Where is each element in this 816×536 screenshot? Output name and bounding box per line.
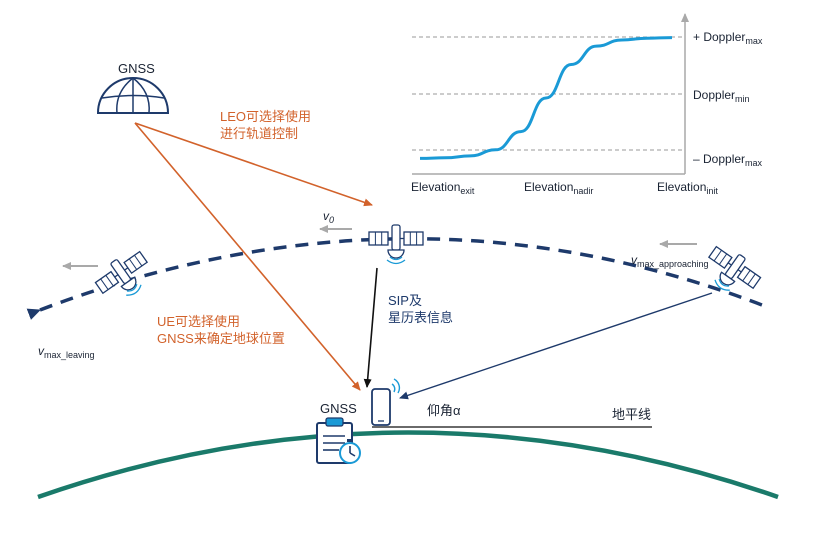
globe-icon (96, 77, 170, 114)
orbit-path (26, 237, 763, 320)
phone-icon (371, 378, 401, 426)
satellite-icon (90, 245, 159, 310)
v0-sub: 0 (329, 215, 335, 225)
v-approaching-base: v (631, 253, 637, 267)
sat-to-ue-arrow (399, 292, 713, 400)
stopwatch-icon (339, 439, 361, 464)
y-tick-base: – Doppler (693, 152, 746, 166)
doppler-chart (412, 13, 689, 175)
v0-label: v0 (323, 210, 334, 225)
sip-arrow (363, 267, 378, 388)
y-tick-base: + Doppler (693, 30, 746, 44)
gnss-label-top: GNSS (118, 61, 155, 76)
doppler-curve (419, 36, 673, 160)
sip-note-line1: SIP及 (388, 293, 422, 308)
ue-note: UE可选择使用 GNSS来确定地球位置 (157, 313, 285, 347)
y-tick-label: + Dopplermax (693, 31, 762, 46)
elevation-angle-label: 仰角α (427, 403, 461, 418)
x-tick-base: Elevation (524, 180, 574, 194)
gnss-to-ue-arrow (134, 122, 361, 391)
v0-base: v (323, 209, 329, 223)
y-tick-base: Doppler (693, 88, 736, 102)
v-approaching-sub: max_approaching (637, 259, 709, 269)
x-tick-label: Elevationexit (411, 181, 474, 196)
gnss-to-leo-arrow (134, 122, 373, 207)
v-approaching-label: vmax_approaching (631, 254, 709, 269)
x-tick-sub: exit (460, 186, 475, 196)
x-tick-base: Elevation (657, 180, 707, 194)
x-tick-label: Elevationinit (657, 181, 718, 196)
y-tick-sub: max (745, 36, 763, 46)
gnss-label-bottom: GNSS (320, 401, 357, 416)
sip-note-line2: 星历表信息 (388, 310, 454, 325)
v-leaving-base: v (38, 344, 44, 358)
ue-note-line1: UE可选择使用 (157, 314, 241, 329)
sip-note: SIP及 星历表信息 (388, 292, 453, 326)
earth-surface (37, 430, 779, 500)
x-tick-label: Elevationnadir (524, 181, 593, 196)
x-tick-base: Elevation (411, 180, 461, 194)
y-tick-sub: min (735, 94, 750, 104)
leo-note-line2: 进行轨道控制 (220, 126, 299, 141)
v-leaving-sub: max_leaving (44, 350, 95, 360)
x-tick-sub: nadir (573, 186, 594, 196)
x-tick-sub: init (706, 186, 718, 196)
leo-note: LEO可选择使用 进行轨道控制 (220, 108, 311, 142)
v-leaving-label: vmax_leaving (38, 345, 95, 360)
y-tick-label: – Dopplermax (693, 153, 762, 168)
y-tick-sub: max (745, 158, 763, 168)
satellite-icon (368, 224, 424, 265)
ue-note-line2: GNSS来确定地球位置 (157, 331, 285, 346)
horizon-label: 地平线 (612, 407, 652, 422)
y-tick-label: Dopplermin (693, 89, 750, 104)
leo-note-line1: LEO可选择使用 (220, 109, 312, 124)
